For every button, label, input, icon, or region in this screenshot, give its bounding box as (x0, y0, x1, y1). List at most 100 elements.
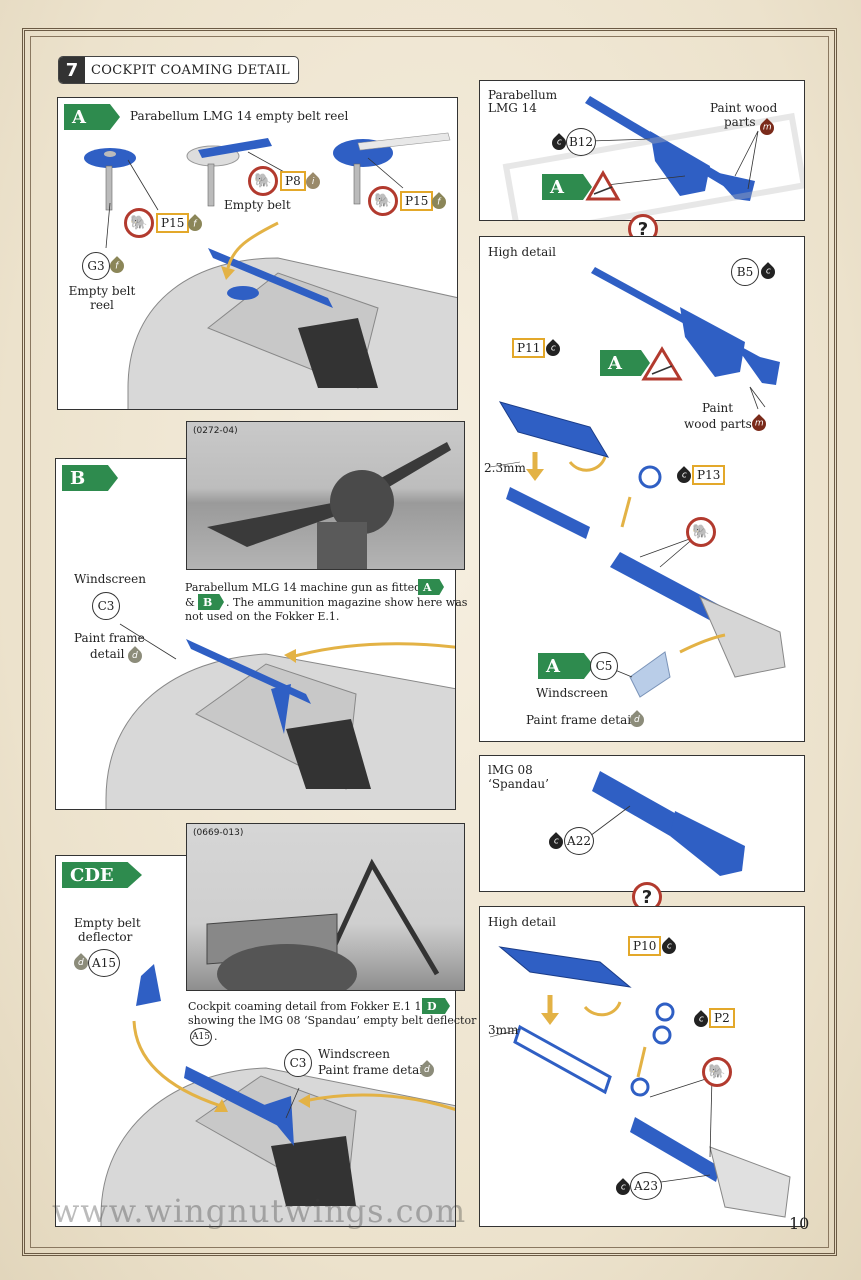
caption-b-text3: not used on the Fokker E.1. (185, 610, 340, 623)
photo-parabellum: (0272-04) (186, 421, 465, 570)
spandau-gun-illustration (589, 771, 745, 876)
paint-p15-a-label: f (193, 219, 197, 230)
paint-frame-line1-b: Paint frame (74, 631, 145, 645)
spandau-title-line2: ‘Spandau’ (488, 777, 549, 791)
paint-frame-cde-label: d (424, 1065, 430, 1075)
option-badge-a: A (64, 104, 120, 130)
paint-frame-line2-b: detail (90, 647, 125, 661)
part-g3: G3 (82, 252, 110, 280)
panel-high-detail-2: High detail P10 c 3mm c P2 🐘 c A23 (479, 906, 805, 1227)
part-b5: B5 (731, 258, 759, 286)
paint-p15-b-label: f (437, 197, 441, 208)
caption-cde-badge-d: D (422, 998, 450, 1014)
high-detail-1-illustration (489, 267, 786, 698)
paint-wood-label: m (762, 123, 772, 133)
caption-b-text2: . The ammunition magazine show here was (226, 596, 468, 609)
part-p13: P13 (692, 465, 726, 485)
photo-cde-id: (0669-013) (193, 828, 244, 838)
high-detail-warning-icon-2: 🐘 (248, 166, 278, 196)
part-a22: A22 (564, 827, 594, 855)
caption-cde-text1: Cockpit coaming detail from Fokker E.1 1… (188, 1000, 447, 1013)
paint-a22-label: c (553, 837, 559, 848)
caption-cde-ref-a15: A15 (190, 1028, 212, 1046)
step-number: 7 (59, 57, 85, 83)
part-p2: P2 (709, 1008, 735, 1028)
empty-belt-label: Empty belt (224, 198, 291, 212)
dimension-2-3mm: 2.3mm (484, 461, 526, 475)
high1-paint-wood-line2: wood parts (684, 417, 752, 431)
panel-lmg14: Parabellum LMG 14 c B12 Paint wood parts… (479, 80, 805, 221)
part-a15: A15 (88, 949, 120, 977)
part-a23: A23 (630, 1172, 662, 1200)
lmg14-title-line1: Parabellum (488, 88, 558, 102)
high-detail-warning-icon-5: 🐘 (702, 1057, 732, 1087)
page-number: 10 (789, 1214, 810, 1233)
photo-cde-silhouette (206, 858, 440, 990)
caption-cde-text2: showing the lMG 08 ‘Spandau’ empty belt … (188, 1014, 477, 1027)
high-detail-2-title: High detail (488, 915, 556, 929)
paint-p8-label: i (311, 177, 315, 188)
empty-belt-reel-label: Empty belt reel (68, 284, 136, 312)
photo-b-caption-line1: Parabellum MLG 14 machine gun as fitted … (185, 581, 436, 595)
step-header: 7 COCKPIT COAMING DETAIL (58, 56, 299, 84)
lmg14-paint-wood-line1: Paint wood (710, 101, 778, 115)
page-border-outer (22, 28, 837, 1256)
high1-option-badge-a-2: A (538, 653, 594, 679)
high1-warning-triangle-icon (641, 346, 683, 381)
caption-b-badge-b: B (198, 594, 224, 610)
spandau-title-line1: lMG 08 (488, 763, 533, 777)
paint-p2-label: c (698, 1015, 704, 1026)
lmg14-option-badge-a: A (542, 174, 592, 200)
deflector-line1: Empty belt (74, 916, 141, 930)
dimension-3mm: 3mm (488, 1023, 519, 1037)
deflector-line2: deflector (78, 930, 133, 944)
paint-wood-label-2: m (754, 419, 764, 429)
part-b12: B12 (566, 128, 596, 156)
high-detail-2-illustration (489, 946, 791, 1218)
step-title: COCKPIT COAMING DETAIL (91, 62, 290, 78)
high1-paint-wood-line1: Paint (702, 401, 734, 415)
option-badge-cde: CDE (62, 862, 142, 888)
part-p10: P10 (628, 936, 662, 956)
paint-g3-label: f (115, 261, 119, 272)
part-p15-a: P15 (156, 213, 190, 233)
paint-p13-label: c (681, 471, 687, 482)
high-detail-warning-icon-1: 🐘 (124, 208, 154, 238)
caption-b-amp: & (185, 596, 195, 609)
caption-b-text1: Parabellum MLG 14 machine gun as fitted … (185, 581, 436, 594)
part-p8: P8 (280, 171, 306, 191)
cde-paint-frame-label: Paint frame detail (318, 1063, 427, 1077)
photo-b-gun-silhouette (207, 442, 451, 569)
high1-windscreen-label: Windscreen (536, 686, 608, 700)
lmg14-gun-illustration (502, 96, 804, 220)
windscreen-label-b: Windscreen (74, 572, 146, 586)
panel-spandau: lMG 08 ‘Spandau’ c A22 (479, 755, 805, 892)
paint-a23-label: c (620, 1183, 626, 1194)
high-detail-warning-icon-3: 🐘 (368, 186, 398, 216)
part-c3-b: C3 (92, 592, 120, 620)
paint-b12-label: c (556, 138, 562, 149)
panel-cde-illustration (100, 964, 455, 1226)
panel-a: A Parabellum LMG 14 empty belt reel (57, 97, 458, 410)
page-border-inner (30, 36, 829, 1248)
panel-b-cockpit-illustration (105, 623, 455, 809)
panel-high-detail-1: High detail B5 c A (479, 236, 805, 742)
caption-b-badge-a: A (418, 579, 444, 595)
high-detail-warning-icon-4: 🐘 (686, 517, 716, 547)
high1-option-badge-a: A (600, 350, 650, 376)
paint-p11-label: c (550, 344, 556, 355)
photo-cockpit-coaming: (0669-013) (186, 823, 465, 991)
high1-paint-frame-label: Paint frame detail (526, 713, 635, 727)
high-detail-1-title: High detail (488, 245, 556, 259)
part-p11: P11 (512, 338, 546, 358)
paint-p10-label: c (666, 942, 672, 953)
belt-reel-illustrations (84, 132, 457, 409)
lmg14-paint-wood-line2: parts (724, 115, 756, 129)
warning-triangle-icon (585, 169, 621, 201)
lmg14-title-line2: LMG 14 (488, 101, 537, 115)
photo-b-caption-line2: & (185, 596, 195, 610)
paint-frame-label: d (634, 715, 640, 725)
caption-cde-end: . (214, 1030, 218, 1043)
part-c3-cde: C3 (284, 1049, 312, 1077)
